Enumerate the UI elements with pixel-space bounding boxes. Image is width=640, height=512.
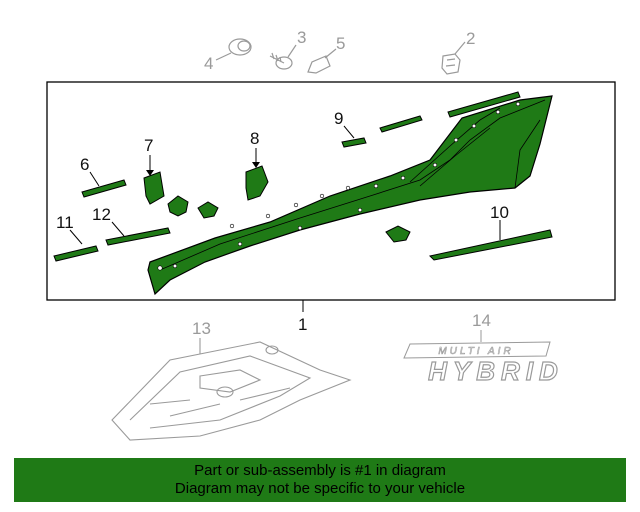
emblem-large-text: HYBRID bbox=[428, 356, 564, 386]
callout-13: 13 bbox=[192, 319, 211, 338]
callout-3: 3 bbox=[297, 28, 306, 47]
callout-1: 1 bbox=[298, 315, 307, 334]
upper-molding-strips[interactable] bbox=[379, 91, 521, 133]
mounting-nut[interactable] bbox=[385, 225, 411, 243]
part-6-molding[interactable] bbox=[81, 171, 127, 198]
part-12-strip[interactable] bbox=[105, 221, 171, 246]
callout-11: 11 bbox=[56, 213, 74, 232]
callout-9: 9 bbox=[334, 109, 343, 128]
retainer-clips[interactable] bbox=[167, 195, 219, 219]
footer-line-1: Part or sub-assembly is #1 in diagram bbox=[194, 462, 446, 479]
part-8-bracket[interactable] bbox=[245, 148, 269, 201]
part-13-underbody[interactable] bbox=[111, 338, 352, 441]
part-7-bracket[interactable] bbox=[143, 155, 165, 205]
part-2-clip[interactable] bbox=[441, 41, 466, 75]
emblem-small-text: MULTI AIR bbox=[438, 346, 513, 357]
part-11-strip[interactable] bbox=[53, 229, 99, 262]
callout-8: 8 bbox=[250, 129, 259, 148]
callout-7: 7 bbox=[144, 136, 153, 155]
part-5-cap[interactable] bbox=[307, 48, 337, 74]
part-9-strip[interactable] bbox=[341, 125, 367, 148]
callout-2: 2 bbox=[466, 29, 475, 48]
callout-14: 14 bbox=[472, 311, 491, 330]
callout-5: 5 bbox=[336, 34, 345, 53]
footer-line-2: Diagram may not be specific to your vehi… bbox=[174, 480, 466, 497]
assembly-frame bbox=[46, 81, 616, 301]
callout-6: 6 bbox=[80, 155, 89, 174]
callout-10: 10 bbox=[490, 203, 509, 222]
callout-12: 12 bbox=[92, 205, 111, 224]
callout-4: 4 bbox=[204, 54, 213, 73]
rocker-panel[interactable] bbox=[147, 95, 553, 296]
part-10-strip[interactable] bbox=[428, 220, 553, 261]
footer-banner: Part or sub-assembly is #1 in diagram Di… bbox=[14, 458, 626, 502]
part-14-emblem[interactable]: MULTI AIR HYBRID bbox=[403, 330, 564, 387]
parts-diagram: 2 3 4 5 bbox=[46, 28, 616, 441]
part-3-screw[interactable] bbox=[269, 44, 297, 70]
part-4-grommet[interactable] bbox=[215, 38, 252, 61]
